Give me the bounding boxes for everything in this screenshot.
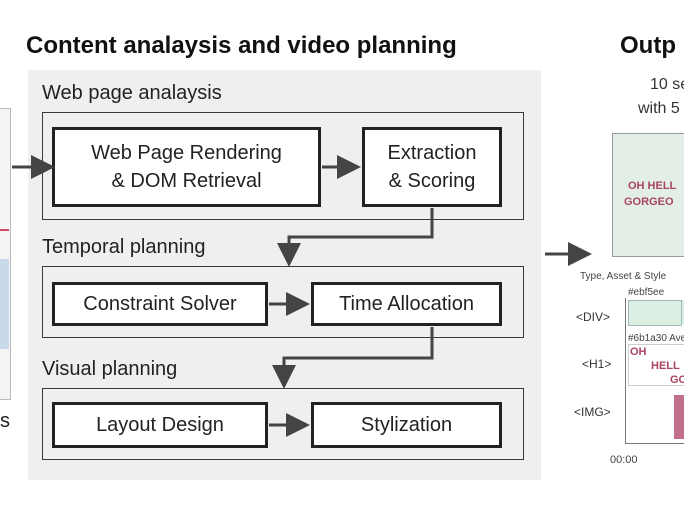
web-rendering-node: Web Page Rendering & DOM Retrieval <box>52 127 321 207</box>
timeline-caption: Type, Asset & Style <box>580 271 667 282</box>
output-video-preview <box>612 133 684 257</box>
timeline-div-bar <box>628 300 682 326</box>
temporal-planning-label: Temporal planning <box>42 236 206 258</box>
time-allocation-label: Time Allocation <box>339 293 474 315</box>
web-analysis-label: Web page analaysis <box>42 82 222 104</box>
timeline-text-3: GO <box>670 374 684 386</box>
arrow-extraction-to-solver <box>277 208 434 267</box>
color-code-1: #ebf5ee <box>628 287 665 298</box>
layout-design-label: Layout Design <box>96 414 224 436</box>
timeline-h1-bar <box>628 344 684 386</box>
input-caption-fragment: s <box>0 410 10 432</box>
web-rendering-line1: Web Page Rendering <box>91 142 282 164</box>
color-code-2: #6b1a30 Ave <box>628 333 684 344</box>
visual-planning-label: Visual planning <box>42 358 178 380</box>
timeline-start-time: 00:00 <box>610 454 638 466</box>
timeline-axis <box>625 298 626 443</box>
timeline-axis-base <box>625 443 684 444</box>
timeline-img-bar <box>674 395 684 439</box>
row-label-h1: <H1> <box>582 357 612 371</box>
time-allocation-node: Time Allocation <box>311 282 502 326</box>
constraint-solver-label: Constraint Solver <box>83 293 237 315</box>
extraction-scoring-node: Extraction & Scoring <box>362 127 502 207</box>
arrow-allocation-to-layout <box>272 327 434 389</box>
stylization-node: Stylization <box>311 402 502 448</box>
output-summary-line1: 10 se <box>650 76 684 93</box>
main-title: Content analaysis and video planning <box>26 32 457 59</box>
output-title: Outp <box>620 32 676 59</box>
input-webpage-thumbnail <box>0 108 11 400</box>
timeline-text-1: OH <box>630 346 647 358</box>
preview-text-line1: OH HELL <box>628 180 677 192</box>
output-summary-line2: with 5 <box>638 100 680 117</box>
row-label-img: <IMG> <box>574 405 611 419</box>
stylization-label: Stylization <box>360 414 453 436</box>
timeline-div-bar-segment <box>682 300 684 324</box>
extraction-line1: Extraction <box>387 142 477 164</box>
thumbnail-accent <box>0 229 9 231</box>
web-rendering-line2: & DOM Retrieval <box>111 170 262 192</box>
layout-design-node: Layout Design <box>52 402 268 448</box>
timeline-text-2: HELL <box>651 360 680 372</box>
extraction-line2: & Scoring <box>388 170 476 192</box>
row-label-div: <DIV> <box>576 310 611 324</box>
thumbnail-image-block <box>0 259 9 349</box>
constraint-solver-node: Constraint Solver <box>52 282 268 326</box>
preview-text-line2: GORGEO <box>624 196 674 208</box>
